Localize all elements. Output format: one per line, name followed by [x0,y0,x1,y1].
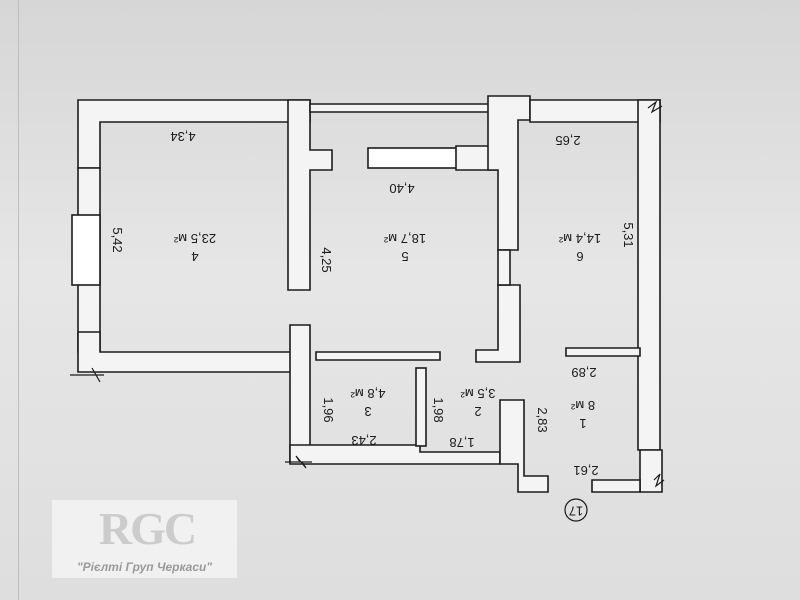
break-mark-right-top [647,100,663,114]
window-room5-top [367,147,459,169]
room-1-number: 1 [579,416,586,431]
dim-room5-width: 4,40 [389,181,414,196]
wall-room3-left [289,324,311,463]
watermark-logo: RGC [98,502,197,554]
break-mark-bottom [285,455,312,469]
room-4-number: 4 [191,249,198,264]
dim-room3-length: 1,96 [321,397,336,422]
paper-fold-line [18,0,19,600]
dim-room4-width: 4,34 [170,129,195,144]
watermark-text: "Рієлті Груп Черкаси" [76,560,213,574]
sheet-number-circle [564,498,588,522]
dim-room2-width: 1,78 [449,435,474,450]
room-2-number: 2 [474,404,481,419]
room-6-area: 14,4 м² [558,231,601,246]
break-mark-left [70,367,104,383]
watermark: RGC "Рієлті Груп Черкаси" [52,500,237,578]
room-1-label: 1 8 м² [570,398,595,431]
room-5-label: 5 18,7 м² [383,231,426,264]
wall-room6-bottom [565,347,641,357]
wall-corridor-inner [315,351,441,361]
window-room4-left [71,214,101,286]
room-3-label: 3 4,8 м² [350,386,386,419]
room-4-label: 4 23,5 м² [173,231,216,264]
wall-room1-bottom-right [639,449,663,493]
wall-partition-small [497,249,511,286]
dim-room1-width: 2,89 [571,365,596,380]
wall-room6-right [637,99,661,451]
room-5-area: 18,7 м² [383,231,426,246]
dim-room6-length: 5,31 [621,222,636,247]
room-3-number: 3 [364,404,371,419]
wall-room5-top [309,103,499,113]
wall-room4-bottom [77,331,296,373]
room-6-number: 6 [576,249,583,264]
wall-room4-right [287,99,333,291]
room-6-label: 6 14,4 м² [558,231,601,264]
dim-room6-width: 2,65 [555,133,580,148]
room-2-label: 2 3,5 м² [460,386,496,419]
dim-room2-length: 1,98 [431,397,446,422]
room-3-area: 4,8 м² [350,386,386,401]
wall-room3-2-divider [415,367,427,447]
break-mark-right-bottom [653,473,665,488]
wall-room2-right [499,399,549,493]
room-2-area: 3,5 м² [460,386,496,401]
dim-room1-bottom: 2,61 [573,463,598,478]
dim-room4-length: 5,42 [110,227,125,252]
room-1-area: 8 м² [570,398,595,413]
dim-room4-inner: 4,25 [319,247,334,272]
room-4-area: 23,5 м² [173,231,216,246]
wall-room1-bottom [591,479,641,493]
dim-room3-width: 2,43 [351,433,376,448]
dim-room1-length: 2,83 [535,407,550,432]
sheet-number: 17 [569,504,583,519]
wall-partition-5-6-lower [475,284,521,363]
wall-partition-5-6 [487,95,531,251]
room-5-number: 5 [401,249,408,264]
